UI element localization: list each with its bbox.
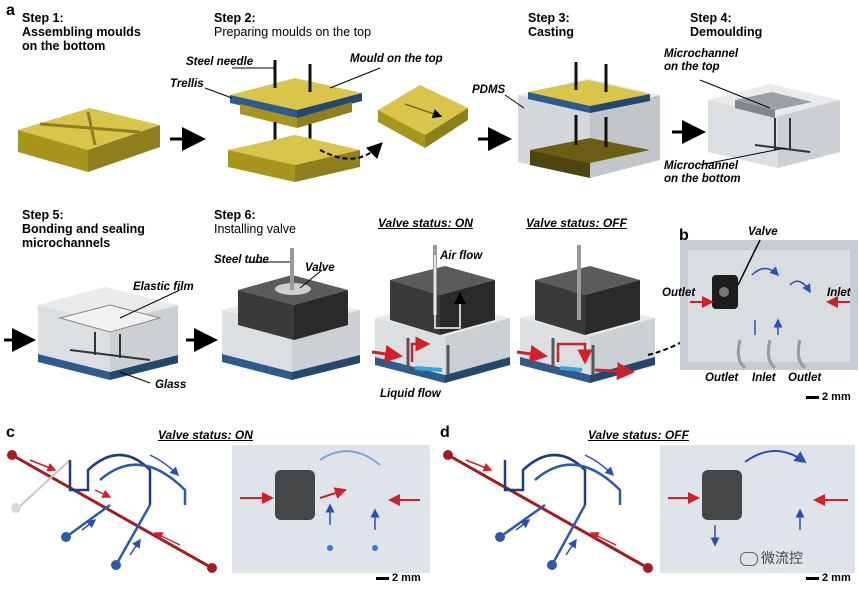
step3-casting	[518, 62, 660, 178]
scale-bar-d	[806, 577, 819, 580]
schematic-d	[443, 450, 653, 573]
step-2: Step 2:Preparing moulds on the top	[214, 11, 372, 39]
label-glass: Glass	[155, 379, 187, 391]
schematic-c	[7, 450, 217, 573]
label-mould-on-top: Mould on the top	[350, 53, 443, 65]
valve-status-on-title: Valve status: ON	[378, 216, 473, 230]
panel-letter-d: d	[440, 424, 450, 441]
step6-valve-installed	[222, 248, 360, 380]
photo-b-inlet-right: Inlet	[827, 287, 851, 299]
step-4: Step 4:Demoulding	[690, 11, 763, 39]
panel-letter-a: a	[6, 2, 15, 19]
valve-off-drawing	[516, 245, 655, 383]
label-steel-needle: Steel needle	[186, 56, 254, 68]
valve-status-off-title: Valve status: OFF	[526, 216, 627, 230]
photo-c	[232, 445, 430, 573]
scale-bar-c	[376, 577, 389, 580]
leader-lines	[119, 67, 786, 384]
step4-demoulded	[708, 84, 840, 168]
step5-bonded	[38, 287, 178, 380]
panel-letter-b: b	[679, 227, 689, 244]
label-valve-step6: Valve	[305, 262, 335, 274]
step-3: Step 3:Casting	[528, 11, 574, 39]
chat-bubble-icon	[740, 552, 758, 567]
scale-label-c: 2 mm	[392, 572, 421, 584]
valve-status-off-title-d: Valve status: OFF	[588, 428, 689, 442]
label-pdms: PDMS	[472, 84, 506, 96]
label-steel-tube: Steel tube	[214, 254, 269, 266]
step2-flipped-mould	[378, 85, 468, 148]
photo-b-outlet-bottom-1: Outlet	[705, 372, 739, 384]
photo-b-valve: Valve	[748, 226, 778, 238]
scale-label-d: 2 mm	[822, 572, 851, 584]
step2-assembly	[228, 60, 362, 182]
photo-b-inlet-bottom: Inlet	[752, 372, 776, 384]
photo-b	[680, 239, 858, 370]
watermark: 微流控	[740, 548, 803, 568]
photo-d	[660, 445, 855, 573]
valve-status-on-title-c: Valve status: ON	[158, 428, 253, 442]
label-trellis: Trellis	[170, 78, 204, 90]
scale-bar-b	[806, 396, 819, 399]
scale-label-b: 2 mm	[822, 391, 851, 403]
label-elastic-film: Elastic film	[133, 281, 194, 293]
photo-b-outlet-left: Outlet	[662, 287, 696, 299]
step-6: Step 6:Installing valve	[214, 208, 296, 236]
panel-letter-c: c	[6, 424, 15, 441]
label-liquid-flow: Liquid flow	[380, 388, 441, 400]
valve-on-drawing	[371, 245, 510, 383]
step1-mould	[18, 108, 160, 172]
label-air-flow: Air flow	[440, 250, 483, 262]
photo-b-outlet-bottom-2: Outlet	[788, 372, 822, 384]
